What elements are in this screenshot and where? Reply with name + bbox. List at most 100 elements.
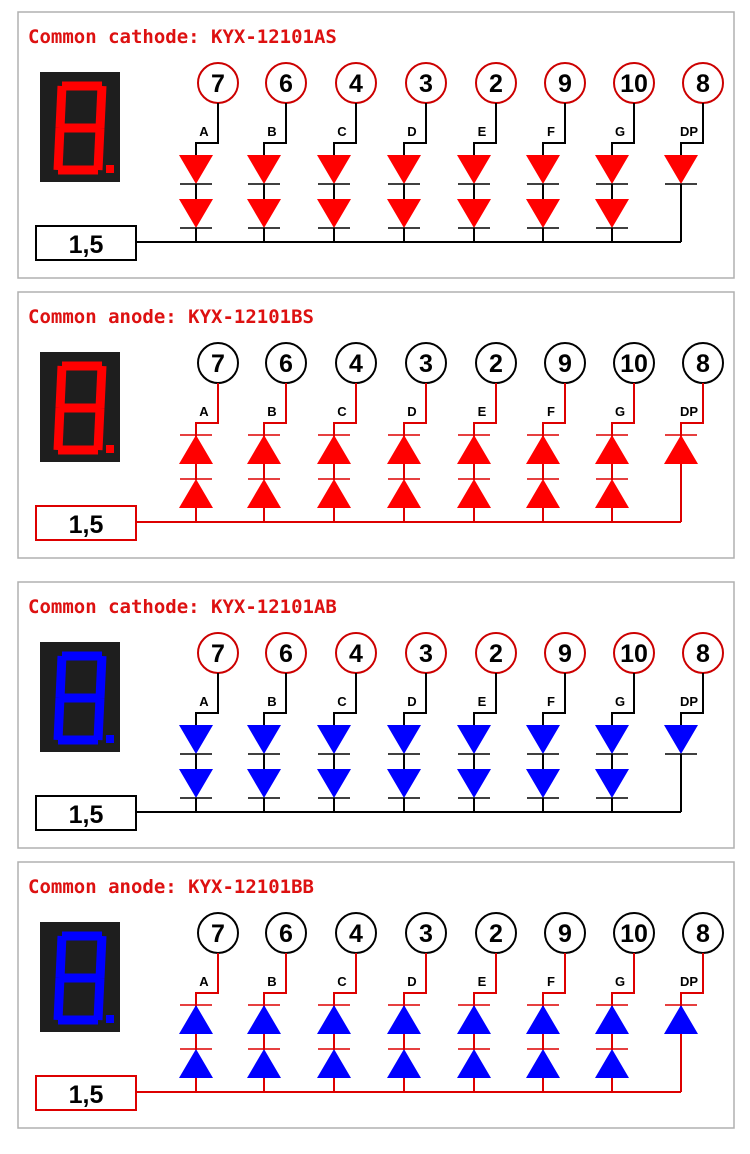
led-1-body [457, 725, 491, 754]
segment-letter: C [337, 694, 347, 709]
segment-column-dp: 8DP [664, 62, 724, 242]
segment-letter: D [407, 694, 416, 709]
segment-column-b: 6B [247, 912, 307, 1092]
pin-wire [611, 953, 635, 1007]
led-1-body [247, 725, 281, 754]
segment-column-e: 2E [457, 62, 517, 242]
segment-e [53, 697, 65, 741]
seven-segment-display-icon [40, 642, 120, 752]
common-pin-label: 1,5 [69, 801, 104, 829]
pin-wire [263, 383, 287, 437]
pin-number: 8 [696, 920, 710, 948]
pin-number: 4 [349, 640, 363, 668]
led-1-body [595, 435, 629, 464]
common-pin-box [35, 505, 137, 541]
led-1-body [457, 435, 491, 464]
led-1-body [317, 725, 351, 754]
segment-letter: DP [680, 124, 698, 139]
pin-wire [333, 953, 357, 1007]
pin-wire [195, 953, 219, 1007]
led-1-body [179, 155, 213, 184]
pin-number: 2 [489, 640, 503, 668]
pin-number: 3 [419, 920, 433, 948]
segment-letter: A [199, 404, 209, 419]
segment-column-b: 6B [247, 62, 307, 242]
panel-1: Common cathode: KYX-12101AS1,57A6B4C3D2E… [17, 11, 735, 279]
segment-column-dp: 8DP [664, 912, 724, 1092]
segment-letter: B [267, 974, 276, 989]
pin-wire [542, 103, 566, 157]
segment-f [55, 85, 67, 129]
pin-number: 9 [558, 920, 572, 948]
led-1-body [526, 1005, 560, 1034]
pin-number: 3 [419, 640, 433, 668]
led-2-body [317, 199, 351, 228]
segment-letter: E [478, 124, 487, 139]
led-1-body [664, 1005, 698, 1034]
led-2-body [526, 479, 560, 508]
common-pin-label: 1,5 [69, 1081, 104, 1109]
led-2-body [387, 199, 421, 228]
seven-segment-display-icon [40, 352, 120, 462]
common-pin-box [35, 1075, 137, 1111]
led-2-body [526, 769, 560, 798]
segment-letter: DP [680, 974, 698, 989]
pin-wire [195, 103, 219, 157]
led-1-body [387, 1005, 421, 1034]
segment-letter: F [547, 694, 555, 709]
segment-b [95, 655, 107, 699]
pin-wire [611, 383, 635, 437]
segment-letter: D [407, 124, 416, 139]
segment-dp [106, 1015, 114, 1023]
panel-3: Common cathode: KYX-12101AB1,57A6B4C3D2E… [17, 581, 735, 849]
pin-wire [680, 953, 704, 1007]
pin-number: 2 [489, 350, 503, 378]
segment-column-a: 7A [179, 342, 239, 522]
pin-number: 10 [620, 350, 648, 378]
segment-letter: A [199, 124, 209, 139]
pin-number: 6 [279, 350, 293, 378]
segment-column-e: 2E [457, 912, 517, 1092]
pin-wire [263, 953, 287, 1007]
led-1-body [526, 155, 560, 184]
panel-title: Common cathode: KYX-12101AB [28, 596, 337, 618]
led-2-body [457, 199, 491, 228]
led-1-body [664, 435, 698, 464]
segment-column-c: 4C [317, 632, 377, 812]
segment-column-g: 10G [595, 632, 655, 812]
segment-dp [106, 445, 114, 453]
segment-b [95, 935, 107, 979]
pin-wire [195, 673, 219, 727]
segment-letter: F [547, 404, 555, 419]
segment-column-f: 9F [526, 62, 586, 242]
led-1-body [526, 435, 560, 464]
pin-number: 4 [349, 920, 363, 948]
segment-letter: E [478, 694, 487, 709]
segment-e [53, 407, 65, 451]
pin-wire [403, 953, 427, 1007]
segment-column-c: 4C [317, 62, 377, 242]
segment-e [53, 127, 65, 171]
segment-letter: D [407, 974, 416, 989]
segment-e [53, 977, 65, 1021]
pin-number: 7 [211, 640, 225, 668]
segment-column-a: 7A [179, 632, 239, 812]
pin-wire [263, 673, 287, 727]
segment-b [95, 85, 107, 129]
led-2-body [595, 199, 629, 228]
segment-c [93, 697, 105, 741]
pin-wire [403, 673, 427, 727]
segment-letter: G [615, 694, 625, 709]
common-pin-label: 1,5 [69, 511, 104, 539]
segment-f [55, 935, 67, 979]
panel-border [17, 291, 735, 559]
led-1-body [179, 435, 213, 464]
led-2-body [457, 479, 491, 508]
segment-column-b: 6B [247, 632, 307, 812]
segment-column-d: 3D [387, 632, 447, 812]
led-2-body [595, 479, 629, 508]
pin-number: 10 [620, 920, 648, 948]
pin-number: 9 [558, 70, 572, 98]
segment-letter: B [267, 694, 276, 709]
